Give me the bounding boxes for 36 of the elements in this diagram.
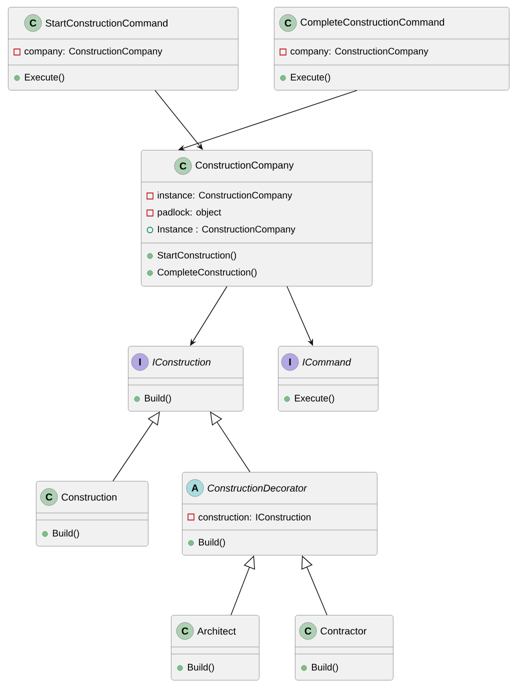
- class-box: [294, 615, 394, 680]
- class-member: CompleteConstruction(): [158, 268, 257, 278]
- class-name: IConstruction: [152, 358, 210, 366]
- class-member: Build(): [198, 538, 225, 548]
- arrow: [154, 90, 203, 150]
- class-box: [140, 150, 372, 286]
- class-box: [128, 346, 244, 412]
- class-member: Build(): [188, 664, 214, 672]
- class-member: instance: ConstructionCompany: [158, 192, 292, 200]
- class-name: StartConstructionCommand: [46, 19, 168, 27]
- class-box: [36, 481, 148, 546]
- class-member: construction: IConstruction: [198, 514, 310, 520]
- arrow: [190, 286, 228, 346]
- class-box: [274, 7, 510, 90]
- class-member: Execute(): [294, 394, 334, 404]
- class-name: ConstructionDecorator: [208, 484, 308, 492]
- class-name: ICommand: [302, 358, 352, 366]
- class-box: [8, 7, 238, 90]
- class-member: Instance : ConstructionCompany: [158, 226, 296, 234]
- class-box: [278, 346, 378, 412]
- class-box: [182, 472, 378, 556]
- class-member: StartConstruction(): [158, 252, 236, 260]
- class-name: ConstructionCompany: [196, 161, 294, 171]
- class-member: Execute(): [290, 74, 330, 82]
- class-name: Architect: [197, 627, 236, 635]
- class-member: Build(): [144, 394, 171, 404]
- class-box: [170, 615, 260, 680]
- class-member: Execute(): [24, 74, 64, 82]
- class-member: company: ConstructionCompany: [290, 48, 428, 56]
- class-member: company: ConstructionCompany: [24, 48, 162, 56]
- class-member: Build(): [52, 530, 79, 538]
- class-member: Build(): [312, 664, 338, 672]
- class-name: Construction: [62, 493, 116, 501]
- class-name: CompleteConstructionCommand: [300, 18, 444, 28]
- class-name: Contractor: [320, 627, 367, 635]
- class-member: padlock: object: [158, 208, 222, 218]
